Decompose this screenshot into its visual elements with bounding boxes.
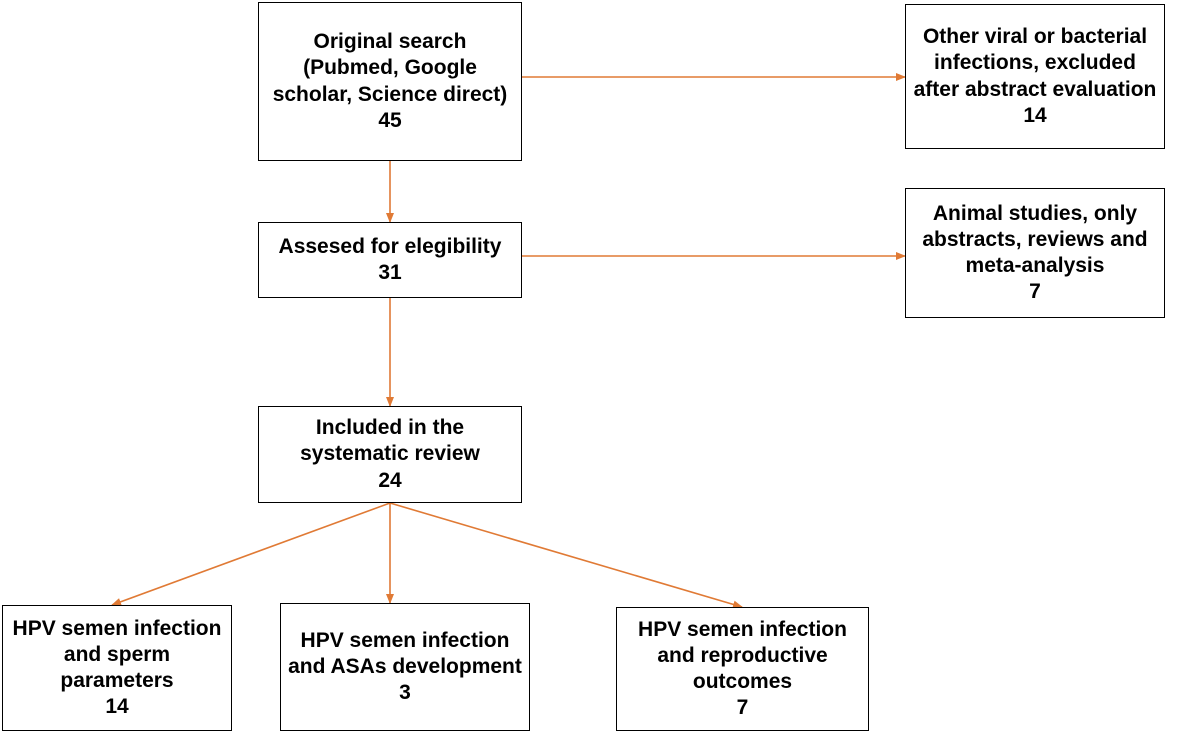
arrow-included-to-sperm — [111, 502, 391, 606]
arrow-included-to-reproductive — [389, 502, 743, 609]
asas-development-box: HPV semen infection and ASAs development… — [280, 603, 530, 731]
original-search-box: Original search (Pubmed, Google scholar,… — [258, 2, 522, 161]
asas-development-text: HPV semen infection and ASAs development — [288, 628, 522, 678]
asas-development-count: 3 — [399, 681, 411, 705]
sperm-parameters-box: HPV semen infection and sperm parameters… — [2, 605, 232, 731]
sperm-parameters-text: HPV semen infection and sperm parameters — [12, 616, 222, 693]
excluded-other-count: 7 — [1029, 280, 1041, 304]
assessed-box: Assesed for elegibility 31 — [258, 222, 522, 298]
reproductive-outcomes-count: 7 — [736, 696, 749, 720]
assessed-text: Assesed for elegibility — [278, 234, 502, 258]
original-search-count: 45 — [378, 108, 402, 132]
included-box: Included in the systematic review 24 — [258, 406, 522, 503]
excluded-other-text: Animal studies, only abstracts, reviews … — [922, 201, 1148, 278]
reproductive-outcomes-box: HPV semen infection and reproductive out… — [616, 607, 869, 731]
included-count: 24 — [378, 468, 402, 492]
included-text: Included in the systematic review — [300, 416, 480, 466]
original-search-text: Original search (Pubmed, Google scholar,… — [272, 30, 508, 106]
reproductive-outcomes-text: HPV semen infection and reproductive out… — [638, 617, 847, 694]
excluded-abstract-count: 14 — [1023, 103, 1047, 127]
assessed-count: 31 — [378, 261, 402, 284]
sperm-parameters-count: 14 — [105, 695, 129, 719]
excluded-other-box: Animal studies, only abstracts, reviews … — [905, 188, 1165, 318]
excluded-abstract-text: Other viral or bacterial infections, exc… — [913, 25, 1157, 101]
excluded-abstract-box: Other viral or bacterial infections, exc… — [905, 4, 1165, 149]
